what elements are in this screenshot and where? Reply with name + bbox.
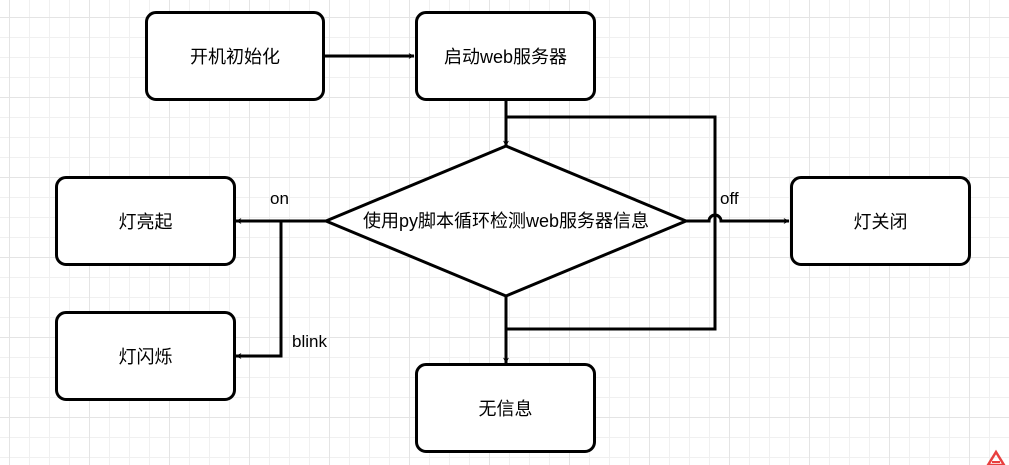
- brand-logo-icon: [986, 449, 1006, 465]
- decision-label: 使用py脚本循环检测web服务器信息: [362, 211, 650, 231]
- node-light-off-label: 灯关闭: [853, 212, 908, 232]
- node-no-info: 无信息: [415, 363, 596, 453]
- node-start-web: 启动web服务器: [415, 11, 596, 101]
- edge-label-off: off: [720, 189, 739, 208]
- edge-label-on: on: [270, 189, 289, 208]
- node-start-web-label: 启动web服务器: [443, 47, 568, 67]
- node-light-on-label: 灯亮起: [118, 212, 173, 232]
- node-light-off: 灯关闭: [790, 176, 971, 266]
- node-init: 开机初始化: [145, 11, 325, 101]
- node-light-blink-label: 灯闪烁: [118, 347, 173, 367]
- edge-loop-back: [504, 115, 717, 331]
- decision-diamond: [322, 144, 690, 298]
- node-no-info-label: 无信息: [478, 399, 533, 419]
- edge-label-blink: blink: [292, 332, 327, 351]
- node-light-on: 灯亮起: [55, 176, 236, 266]
- edge-decision-to-light-blink: [235, 221, 283, 359]
- node-init-label: 开机初始化: [190, 47, 280, 67]
- edge-decision-to-light-off: [686, 213, 790, 224]
- node-light-blink: 灯闪烁: [55, 311, 236, 401]
